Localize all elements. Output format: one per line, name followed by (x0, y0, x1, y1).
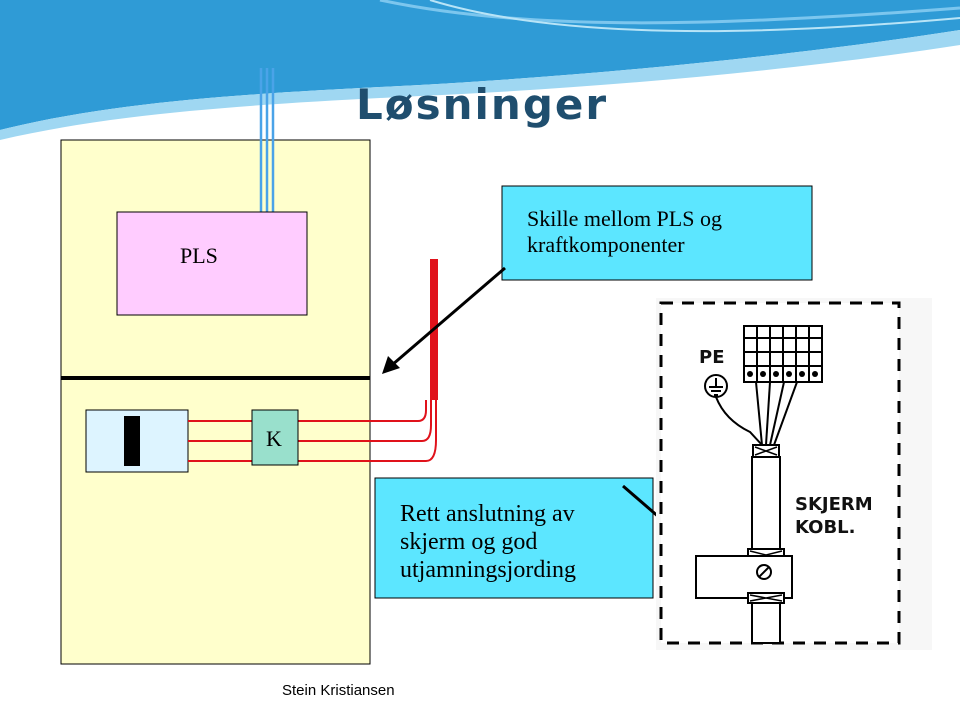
callout-top-box (501, 185, 813, 281)
power-wires (188, 400, 437, 462)
callout-bottom-line-1: Rett anslutning av (400, 501, 575, 527)
arrow-top (382, 266, 506, 374)
footer-author: Stein Kristiansen (282, 682, 395, 699)
pe-label: PE (699, 347, 725, 368)
callout-top-line-2: kraftkomponenter (527, 232, 685, 257)
shield-detail: PE SKJERM KOBL. (656, 298, 932, 650)
detail-cable (695, 444, 793, 644)
kobl-label: KOBL. (795, 517, 855, 538)
callout-bottom-box (374, 477, 654, 599)
pls-box (116, 211, 308, 316)
k-box (251, 409, 299, 466)
network-cables (259, 68, 275, 212)
header-banner (0, 0, 960, 140)
detail-wires (715, 381, 798, 446)
page-title: Løsninger (356, 80, 609, 129)
terminal-block (743, 325, 823, 383)
pls-label: PLS (180, 243, 218, 268)
device-bar (124, 416, 140, 466)
k-label: K (266, 426, 282, 451)
skjerm-label: SKJERM (795, 494, 873, 515)
callout-bottom-text: Rett anslutning av skjerm og god utjamni… (400, 500, 576, 584)
ground-symbol (704, 374, 728, 398)
callout-top-line-1: Skille mellom PLS og (527, 206, 722, 231)
callout-top-text: Skille mellom PLS og kraftkomponenter (527, 206, 722, 258)
callout-bottom-line-2: skjerm og god (400, 529, 538, 555)
callout-bottom-line-3: utjamningsjording (400, 557, 576, 583)
